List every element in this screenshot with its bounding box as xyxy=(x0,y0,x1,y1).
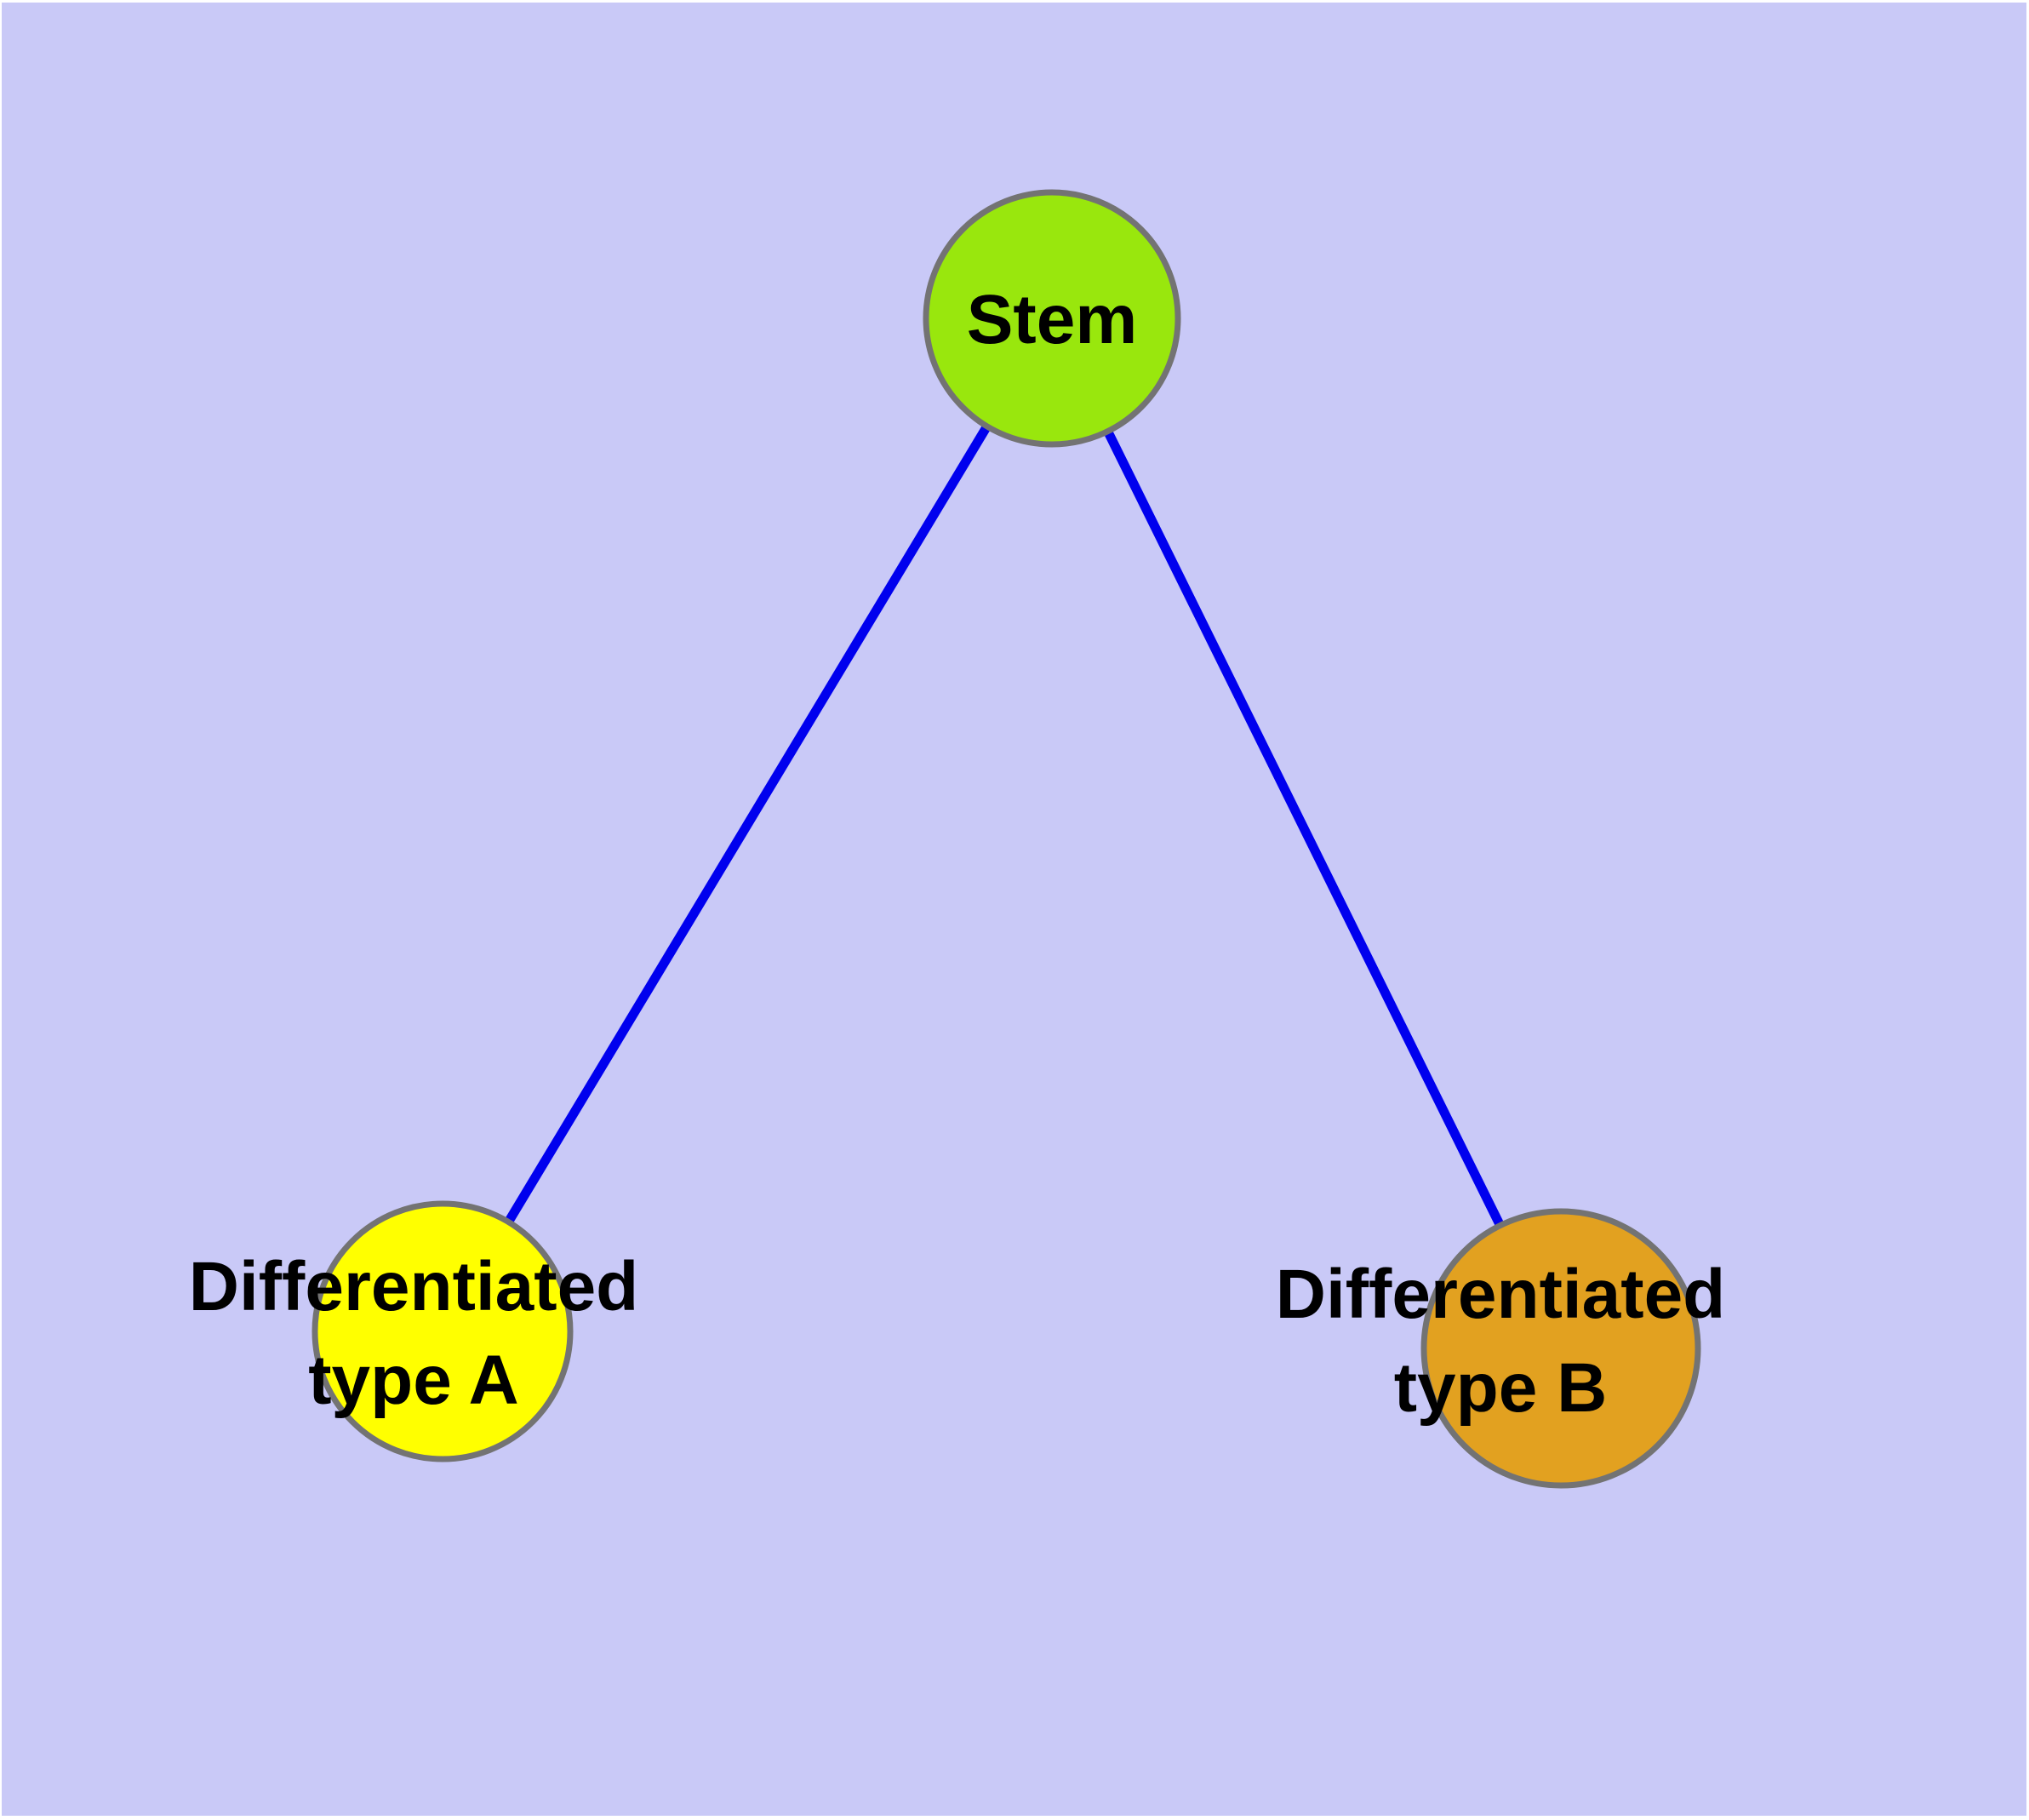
node-stem-circle xyxy=(923,189,1181,448)
node-type-a-circle xyxy=(311,1200,574,1462)
node-stem-label: Stem xyxy=(966,281,1138,358)
edge-stem-to-type-b xyxy=(1047,313,1566,1354)
edges xyxy=(437,313,1566,1354)
node-type-b-circle xyxy=(1420,1208,1701,1489)
node-type-b-label: Differentiated type B xyxy=(1275,1256,1726,1427)
edge-stem-to-type-a xyxy=(437,313,1057,1336)
nodes xyxy=(311,189,1701,1489)
node-type-a-label: Differentiated type A xyxy=(188,1248,639,1419)
